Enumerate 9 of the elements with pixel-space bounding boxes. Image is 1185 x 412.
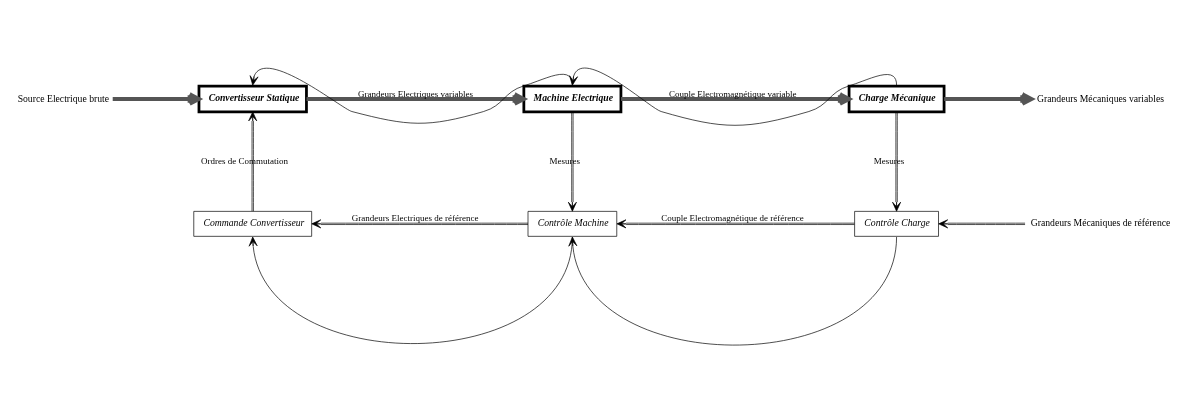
edge-label: Mesures <box>549 155 581 166</box>
node-text: Source Electrique brute <box>17 92 110 104</box>
node-text: Grandeurs Mécaniques de référence <box>1030 216 1171 228</box>
edge-label: Mesures <box>873 155 905 166</box>
edge-label: Couple Electromagnétique variable <box>669 88 797 99</box>
edge-label: Grandeurs Electriques variables <box>358 88 474 99</box>
edge-label: Grandeurs Electriques de référence <box>351 212 479 223</box>
node-text: Grandeurs Mécaniques variables <box>1037 92 1164 104</box>
edge-label: Couple Electromagnétique de référence <box>661 212 804 223</box>
